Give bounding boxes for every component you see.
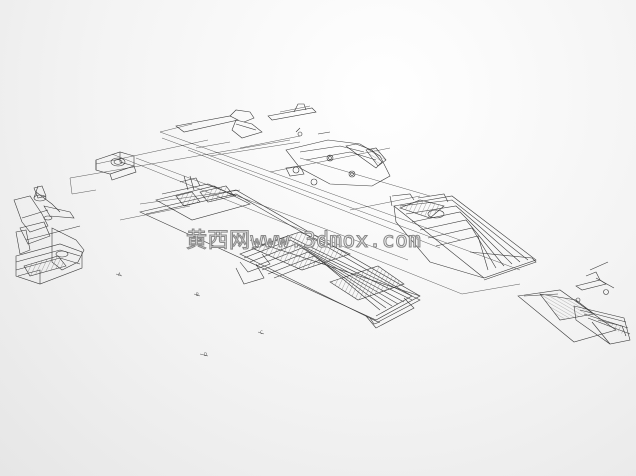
right-cylinder-lower: [517, 261, 631, 345]
bearing-block: [95, 151, 137, 181]
dimension-ticks: [115, 273, 265, 357]
dimension-label: B: [196, 292, 199, 297]
watermark-text: 黄西网www.3dmox.com: [185, 227, 422, 252]
dimension-label: A: [118, 272, 121, 277]
dimension-labels: A B C D: [118, 272, 263, 357]
left-clamp-assembly: [13, 185, 85, 285]
main-cylinder-body: [139, 175, 421, 329]
dimension-label: C: [260, 330, 263, 335]
dimension-label: D: [204, 352, 207, 357]
right-cylinder-upper: [389, 193, 537, 281]
top-plate-assembly: [175, 103, 391, 187]
